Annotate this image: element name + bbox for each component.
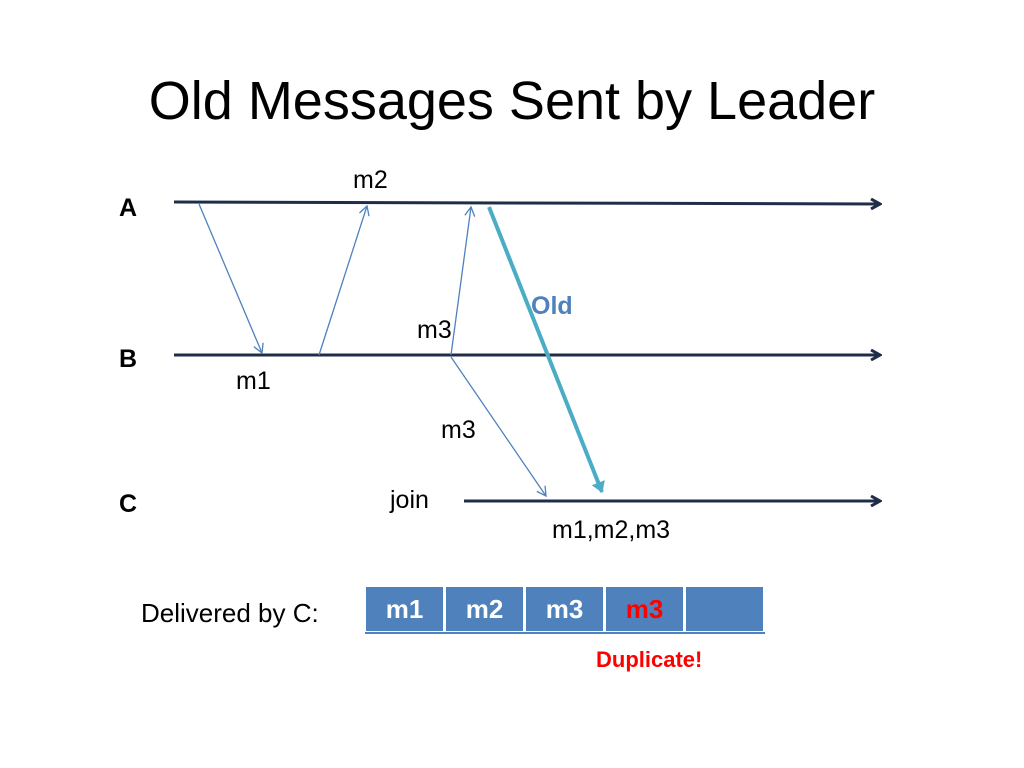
label-old: Old <box>531 292 573 320</box>
delivered-by-c-label: Delivered by C: <box>141 598 319 628</box>
queue-cell-empty <box>685 586 765 632</box>
slide-title: Old Messages Sent by Leader <box>148 71 876 131</box>
process-b-label: B <box>119 345 137 373</box>
queue-cell-2: m2 <box>445 586 525 632</box>
old-message-arrow <box>487 206 605 493</box>
label-m1: m1 <box>236 367 271 395</box>
queue-cell-3: m3 <box>525 586 605 632</box>
label-join: join <box>389 486 429 514</box>
label-m3-lower: m3 <box>441 416 476 444</box>
label-m3-upper: m3 <box>417 316 452 344</box>
process-c-label: C <box>119 490 137 518</box>
queue-cell-duplicate: m3 <box>605 586 685 632</box>
queue-cell-1: m1 <box>365 586 445 632</box>
label-c-state: m1,m2,m3 <box>552 516 670 544</box>
message-arrow-b-to-a-m3 <box>450 205 476 356</box>
message-arrow-b-to-a-m2 <box>318 204 370 356</box>
process-a-label: A <box>119 194 137 222</box>
timeline-a <box>173 202 880 204</box>
message-arrow-b-to-c-m3 <box>450 356 547 498</box>
duplicate-note: Duplicate! <box>596 647 703 672</box>
message-arrow-a-to-b <box>198 203 264 355</box>
label-m2: m2 <box>353 166 388 194</box>
delivered-queue: m1 m2 m3 m3 <box>365 586 765 634</box>
